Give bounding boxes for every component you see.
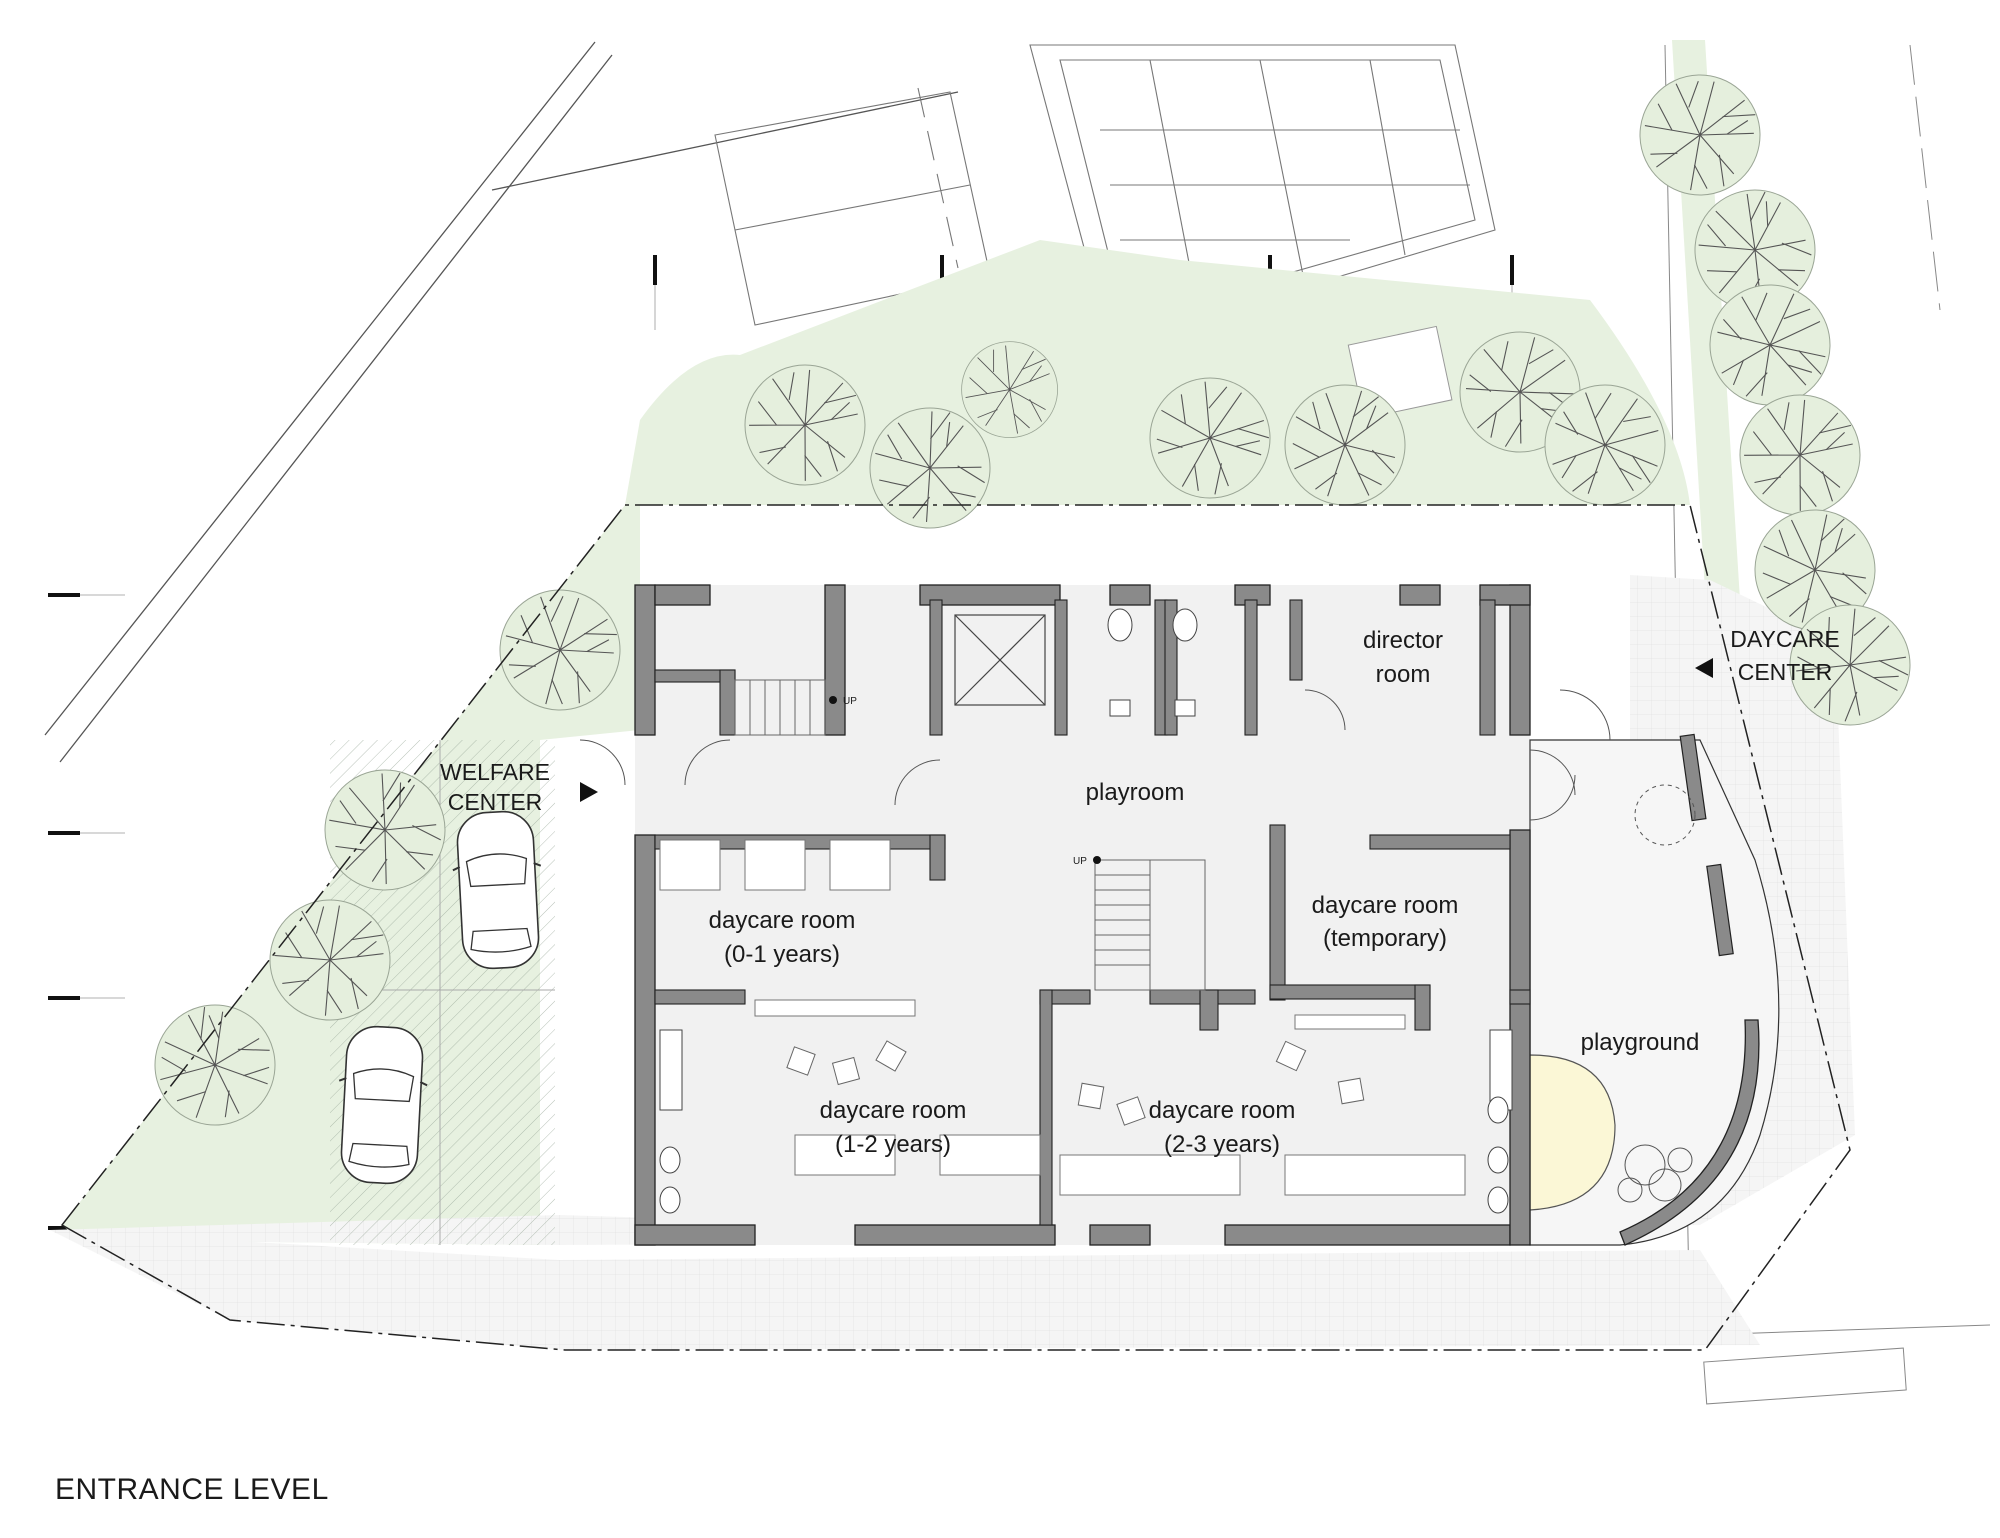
director-room-label-2: room: [1376, 661, 1431, 688]
wc-fixtures: [659, 608, 1513, 1214]
daycare-temporary-label-2: (temporary): [1323, 925, 1447, 952]
daycare-2-3-label-2: (2-3 years): [1164, 1131, 1280, 1158]
play-equipment: [1617, 784, 1696, 1203]
daycare-temporary-label-1: daycare room: [1312, 892, 1459, 919]
entry-arrow-daycare: [1695, 658, 1713, 678]
sandpit: [1529, 1054, 1616, 1211]
daycare-0-1-label-1: daycare room: [709, 907, 856, 934]
building-interior: [635, 585, 1530, 1245]
cribs: [659, 839, 891, 891]
stair-central: [1094, 859, 1206, 991]
daycare-center-label-1: DAYCARE: [1730, 626, 1840, 652]
road-lines: [44, 41, 959, 763]
tables: [754, 999, 1466, 1196]
up-marker-1: [829, 696, 837, 704]
playground-label: playground: [1581, 1029, 1700, 1056]
plan-caption: ENTRANCE LEVEL: [55, 1473, 329, 1506]
playground-wall: [1619, 1019, 1760, 1246]
sport-court-right: [1029, 44, 1496, 346]
playroom-label: playroom: [1086, 779, 1185, 806]
stair-north: [734, 679, 826, 736]
director-room-label-1: director: [1363, 627, 1443, 654]
site-boundary: [60, 504, 1851, 1351]
doors: [579, 689, 1611, 821]
welfare-center-label-1: WELFARE: [440, 759, 550, 785]
daycare-1-2-label-1: daycare room: [820, 1097, 967, 1124]
paving-south: [50, 1230, 1760, 1350]
exterior-walls: [634, 584, 1531, 1246]
car-icon: [332, 1023, 432, 1187]
daycare-0-1-label-2: (0-1 years): [724, 941, 840, 968]
welfare-center-label-2: CENTER: [448, 789, 543, 815]
chairs: [786, 1040, 1365, 1126]
entry-arrow-welfare: [580, 782, 598, 802]
playground-fence-panels: [1679, 733, 1734, 957]
car-icon: [448, 808, 548, 972]
interior-walls: [654, 599, 1531, 1226]
daycare-center-label-2: CENTER: [1738, 659, 1833, 685]
elevator: [954, 614, 1046, 706]
stair-up-label-2: UP: [1073, 856, 1087, 867]
stair-up-label-1: UP: [843, 696, 857, 707]
daycare-2-3-label-1: daycare room: [1149, 1097, 1296, 1124]
up-marker-2: [1093, 856, 1101, 864]
daycare-1-2-label-2: (1-2 years): [835, 1131, 951, 1158]
